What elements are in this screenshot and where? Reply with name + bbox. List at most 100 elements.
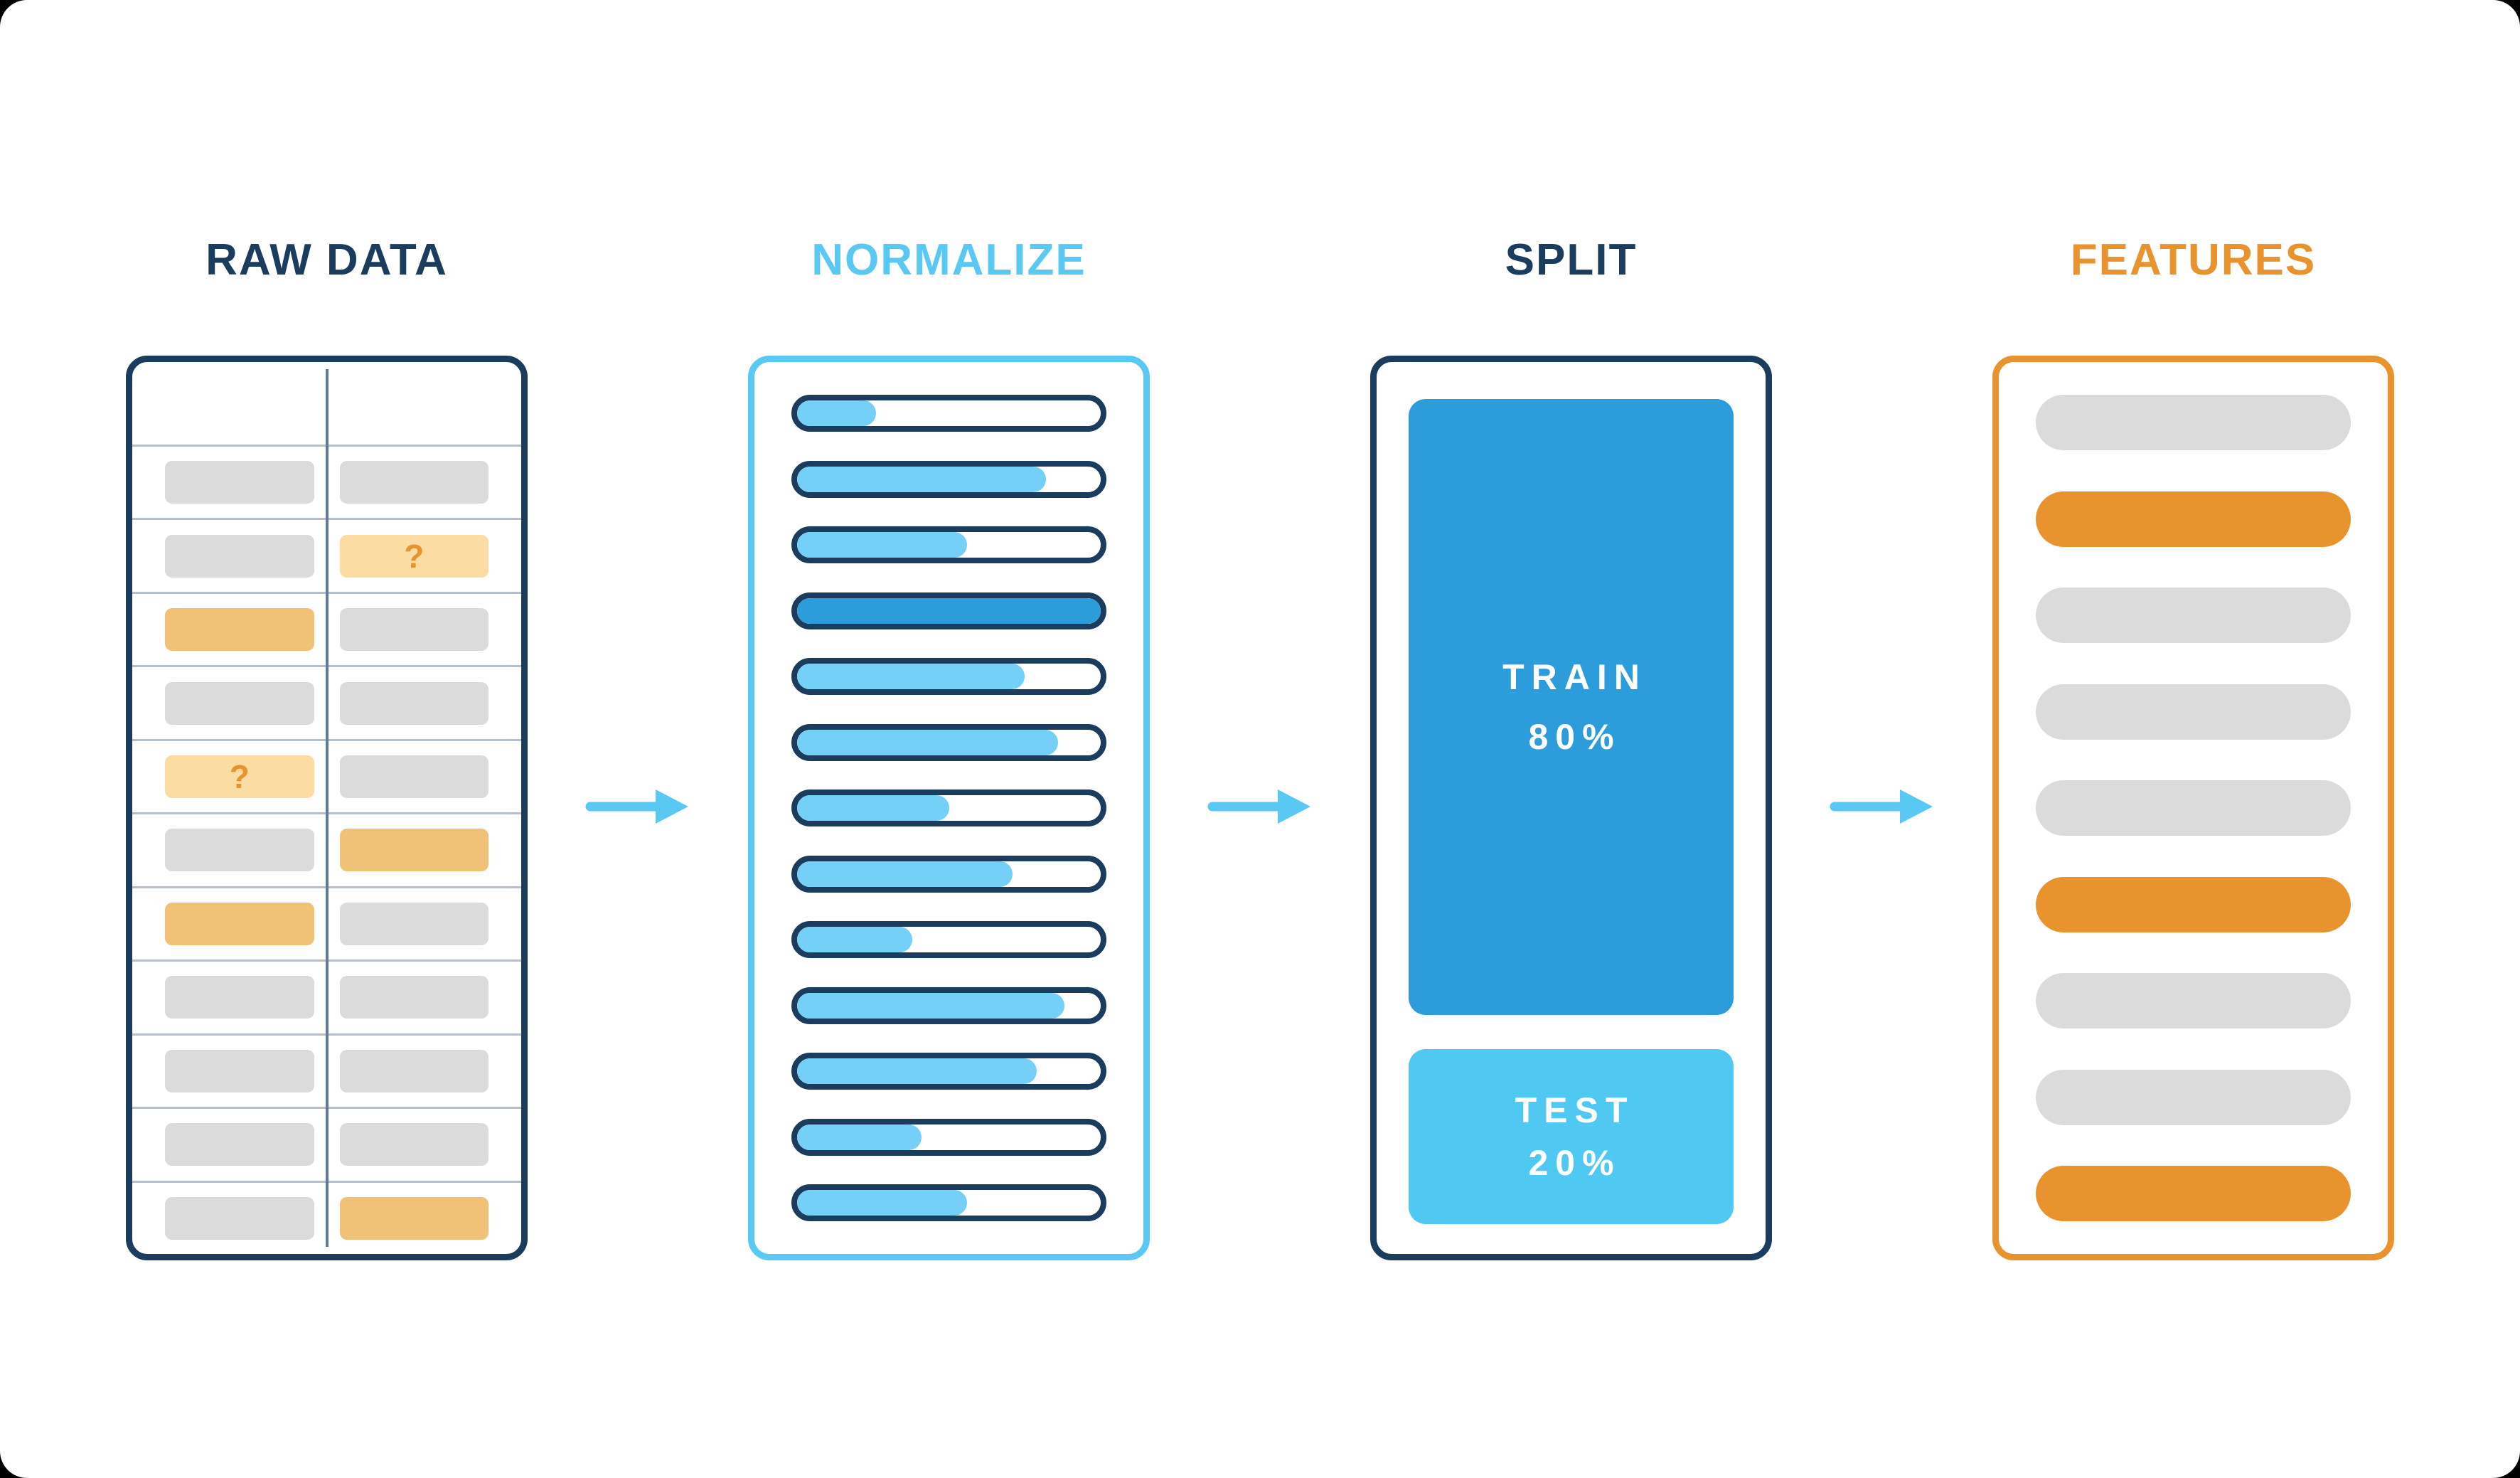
data-cell-gray [339, 608, 488, 652]
data-cell-gray [339, 681, 488, 725]
test-box: TEST 20% [1409, 1049, 1734, 1224]
raw-data-table: ?? [132, 362, 521, 1254]
feature-bar-gray [2036, 588, 2351, 643]
stage-title-features: FEATURES [2070, 235, 2317, 285]
test-label: TEST [1515, 1090, 1635, 1130]
data-cell-tan [165, 902, 314, 945]
table-cell-slot [326, 1109, 522, 1180]
data-cell-gray [339, 461, 488, 504]
table-cell-slot: ? [132, 741, 326, 812]
bar-fill [797, 729, 1059, 755]
table-cell-slot [326, 594, 522, 665]
bar-fill [797, 532, 968, 558]
split-panel: TRAIN 80% TEST 20% [1370, 356, 1772, 1260]
feature-bar-gray [2036, 973, 2351, 1028]
table-cell-slot [132, 1036, 326, 1107]
arrow-right-icon [585, 789, 688, 824]
table-cell-slot [326, 447, 522, 518]
normalized-bar [791, 1118, 1106, 1156]
table-row [132, 445, 521, 518]
normalized-bar [791, 395, 1106, 432]
data-cell-tan [339, 829, 488, 872]
bar-fill [797, 1124, 922, 1150]
data-cell-gray [165, 534, 314, 578]
normalized-bar [791, 658, 1106, 695]
data-cell-gray [165, 976, 314, 1019]
features-panel [1992, 356, 2394, 1260]
table-cell-slot: ? [326, 520, 522, 591]
stage-normalize: NORMALIZE [748, 235, 1150, 1260]
data-cell-gray [165, 1196, 314, 1240]
table-cell-slot [326, 962, 522, 1033]
data-cell-gray [165, 461, 314, 504]
table-cell-slot [326, 741, 522, 812]
normalize-panel [748, 356, 1150, 1260]
stage-raw-data: RAW DATA ?? [126, 235, 528, 1260]
bar-fill [797, 795, 949, 821]
train-box: TRAIN 80% [1409, 399, 1734, 1015]
table-cell-slot [326, 1036, 522, 1107]
table-cell-slot [132, 447, 326, 518]
normalized-bar [791, 855, 1106, 893]
normalized-bar [791, 460, 1106, 498]
normalized-bar [791, 1053, 1106, 1090]
stage-title-split: SPLIT [1505, 235, 1638, 285]
table-row [132, 591, 522, 665]
split-inner: TRAIN 80% TEST 20% [1377, 362, 1766, 1254]
normalized-bar [791, 592, 1106, 629]
data-cell-gray [339, 1049, 488, 1092]
data-cell-tan [165, 608, 314, 652]
feature-bar-gray [2036, 684, 2351, 740]
flow-arrow-2 [1150, 780, 1370, 833]
stage-title-raw-data: RAW DATA [205, 235, 448, 285]
table-cell-slot [132, 667, 326, 738]
bar-fill [797, 597, 1101, 624]
feature-bar-orange [2036, 876, 2351, 932]
bar-fill [797, 664, 1025, 689]
normalized-bar [791, 526, 1106, 563]
normalized-bar [791, 921, 1106, 958]
raw-data-panel: ?? [126, 356, 528, 1260]
bar-fill [797, 1058, 1037, 1084]
normalized-bar [791, 789, 1106, 826]
train-value: 80% [1528, 717, 1621, 757]
table-cell-slot [132, 1109, 326, 1180]
table-row [132, 886, 521, 959]
table-cell-slot [132, 594, 326, 665]
table-cell-slot [132, 1183, 326, 1254]
pipeline: RAW DATA ?? NORMALIZE [126, 235, 2394, 1260]
flow-arrow-1 [528, 780, 748, 833]
data-cell-gray [165, 681, 314, 725]
normalize-pills [754, 362, 1143, 1254]
table-cell-slot [132, 520, 326, 591]
data-cell-gray [339, 755, 488, 799]
data-cell-gray [165, 1049, 314, 1092]
normalized-bar [791, 1184, 1106, 1221]
data-cell-gray [165, 1123, 314, 1166]
missing-value-cell: ? [339, 534, 488, 578]
table-row [132, 1180, 521, 1254]
normalized-bar [791, 987, 1106, 1024]
flow-arrow-3 [1772, 780, 1992, 833]
features-pills [1999, 362, 2388, 1254]
data-cell-gray [339, 902, 488, 945]
arrow-right-icon [1207, 789, 1310, 824]
test-value: 20% [1528, 1143, 1621, 1183]
normalized-bar [791, 723, 1106, 761]
feature-bar-orange [2036, 1166, 2351, 1221]
table-cell-slot [132, 814, 326, 886]
bar-fill [797, 466, 1047, 492]
table-cell-slot [132, 962, 326, 1033]
table-column-divider [325, 369, 329, 1247]
bar-fill [797, 861, 1013, 887]
train-label: TRAIN [1502, 657, 1647, 697]
bar-fill [797, 927, 913, 952]
data-cell-gray [165, 829, 314, 872]
table-cell-slot [132, 888, 326, 959]
bar-fill [797, 992, 1064, 1019]
arrow-right-icon [1830, 789, 1933, 824]
feature-bar-gray [2036, 780, 2351, 836]
missing-value-cell: ? [165, 755, 314, 799]
feature-bar-gray [2036, 1069, 2351, 1125]
